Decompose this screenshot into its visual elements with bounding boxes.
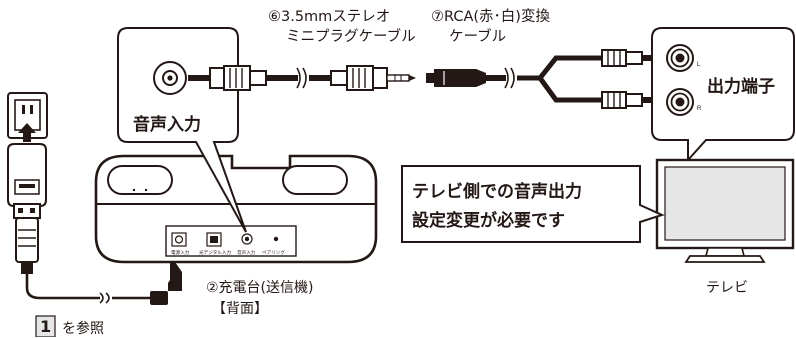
- charger-name-label: ②充電台(送信機): [206, 280, 314, 296]
- dc-plug-icon: [150, 262, 182, 305]
- usb-ac-adapter-icon: [7, 143, 47, 207]
- port-label-audio: 音声入力: [237, 249, 256, 256]
- port-label-power: 電源入力: [171, 249, 190, 256]
- port-label-optical: 光デジタル入力: [199, 249, 231, 256]
- rca-jack-left-icon: [666, 44, 694, 72]
- wall-outlet-icon: [7, 92, 48, 139]
- tv-icon: [655, 158, 795, 263]
- port-label-pairing: ペアリング: [262, 249, 285, 256]
- jack-label-r: R: [697, 106, 702, 112]
- rca-conversion-cable: [426, 49, 654, 109]
- usb-power-cable: [25, 274, 100, 300]
- tv-label: テレビ: [706, 280, 748, 296]
- tv-settings-callout: [401, 165, 665, 243]
- jack-label-l: L: [697, 62, 701, 68]
- tv-settings-line-1: テレビ側での音声出力: [412, 182, 582, 202]
- reference-box: [35, 315, 56, 337]
- charger-rear-label: 【背面】: [212, 301, 268, 317]
- charger-port-labels: 電源入力 光デジタル入力 音声入力 ペアリング: [171, 249, 285, 256]
- stereo-mini-plug-cable: [188, 65, 416, 91]
- up-arrow-icon: [18, 123, 36, 142]
- output-terminal-label: 出力端子: [707, 77, 775, 97]
- reference-number: 1: [40, 317, 52, 336]
- mini-plug-cable-label-2: ミニプラグケーブル: [286, 29, 416, 45]
- tv-settings-line-2: 設定変更が必要です: [412, 211, 565, 231]
- usb-plug-icon: [13, 203, 41, 274]
- mini-plug-cable-label-1: ⑥3.5mmステレオ: [268, 9, 391, 25]
- rca-cable-label-1: ⑦RCA(赤･白)変換: [431, 9, 550, 25]
- output-terminal-zoom-bubble: L R: [651, 27, 795, 163]
- rca-cable-label-2: ケーブル: [449, 29, 507, 45]
- reference-text: を参照: [62, 321, 104, 337]
- audio-input-label: 音声入力: [133, 115, 201, 135]
- rca-jack-right-icon: [666, 88, 694, 116]
